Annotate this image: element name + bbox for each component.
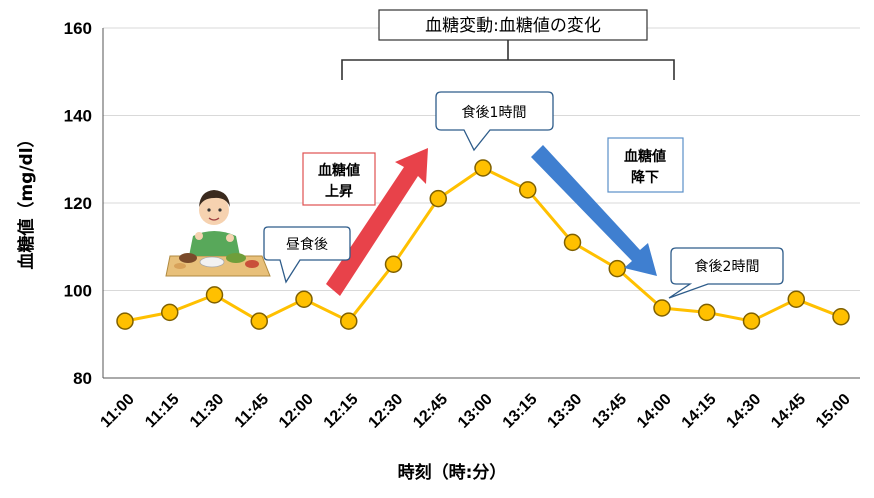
y-axis-title: 血糖値（mg/dl）	[16, 130, 37, 269]
person-eating-meal-icon	[165, 190, 271, 277]
data-point	[698, 303, 716, 322]
x-tick-label: 13:45	[589, 391, 630, 432]
title-box	[378, 9, 648, 41]
data-point	[474, 159, 492, 177]
data-point	[563, 233, 582, 252]
y-tick-label: 120	[64, 194, 92, 213]
callout-two-hours-text: 食後2時間	[695, 258, 760, 275]
fall-label-line1: 血糖値	[624, 148, 666, 165]
range-bracket	[341, 40, 675, 80]
x-tick-label: 14:00	[634, 391, 675, 432]
x-tick-label: 14:45	[768, 391, 809, 432]
rise-label-line1: 血糖値	[318, 162, 360, 179]
data-point	[832, 308, 850, 326]
data-point	[116, 312, 134, 330]
data-point	[429, 189, 447, 208]
chart-title: 血糖変動:血糖値の変化	[425, 16, 601, 36]
data-point	[787, 290, 805, 308]
data-point	[340, 312, 358, 330]
x-tick-label: 12:30	[365, 391, 406, 432]
x-tick-label: 14:30	[723, 391, 764, 432]
x-axis-title: 時刻（時:分）	[398, 462, 507, 483]
callout-one-hour: 食後1時間	[435, 91, 554, 152]
y-tick-label: 100	[64, 282, 92, 301]
y-tick-labels: 80 100 120 140 160	[64, 19, 92, 388]
data-point	[161, 303, 179, 322]
rise-arrow	[326, 148, 428, 296]
y-tick-label: 80	[73, 369, 92, 388]
rise-label-line2: 上昇	[325, 184, 353, 200]
x-tick-label: 11:30	[187, 391, 227, 431]
fall-label-box: 血糖値 降下	[607, 137, 684, 193]
data-point	[295, 290, 313, 308]
y-tick-label: 160	[64, 19, 92, 38]
fall-label-line2: 降下	[631, 169, 659, 186]
data-point	[205, 286, 224, 304]
data-point	[653, 299, 671, 317]
callout-one-hour-text: 食後1時間	[462, 104, 527, 121]
x-tick-label: 12:00	[276, 391, 317, 432]
x-tick-label: 12:45	[410, 391, 451, 432]
x-tick-label: 11:45	[232, 391, 272, 431]
x-tick-label: 13:15	[500, 391, 541, 432]
x-tick-label: 13:30	[544, 391, 585, 432]
data-point	[608, 259, 626, 278]
data-point	[384, 255, 403, 273]
callout-two-hours: 食後2時間	[668, 247, 784, 299]
fall-arrow	[531, 145, 657, 276]
callout-after-lunch-text: 昼食後	[286, 236, 328, 253]
y-tick-label: 140	[64, 107, 92, 126]
callout-after-lunch: 昼食後	[263, 226, 351, 284]
data-point	[519, 181, 537, 199]
data-point	[742, 312, 761, 330]
data-point	[250, 312, 268, 330]
x-tick-label: 14:15	[679, 391, 720, 432]
x-tick-label: 12:15	[321, 391, 362, 432]
x-tick-label: 15:00	[813, 391, 854, 432]
x-tick-label: 13:00	[455, 391, 496, 432]
rise-label-box: 血糖値 上昇	[302, 152, 376, 206]
x-tick-label: 11:15	[142, 391, 182, 431]
x-tick-label: 11:00	[97, 391, 137, 431]
data-points	[116, 159, 850, 330]
